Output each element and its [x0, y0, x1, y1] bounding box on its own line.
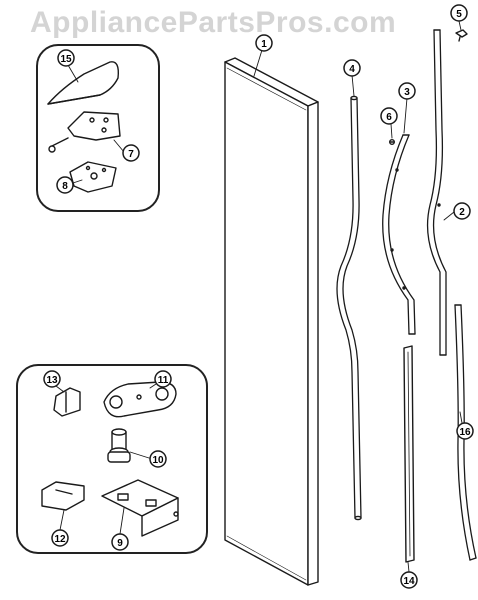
- callout-12: 12: [51, 529, 69, 547]
- door-panel: [224, 57, 319, 586]
- svg-text:11: 11: [158, 375, 169, 386]
- callout-7: 7: [122, 144, 140, 162]
- callout-labels: 1 2 3 4 5 6 7 8 9 10 11 12 13 14 15 16: [43, 4, 474, 589]
- lower-trim-strip: [403, 345, 415, 563]
- svg-text:1: 1: [261, 39, 267, 50]
- screw: [389, 138, 396, 145]
- svg-text:13: 13: [46, 375, 58, 386]
- callout-11: 11: [154, 370, 172, 388]
- svg-text:8: 8: [62, 181, 68, 192]
- svg-text:4: 4: [349, 64, 355, 75]
- callout-6: 6: [380, 107, 398, 125]
- watermark-text: AppliancePartsPros.com: [30, 6, 397, 39]
- svg-text:7: 7: [128, 149, 134, 160]
- callout-2: 2: [453, 202, 471, 220]
- lower-hinge-plate: [103, 381, 177, 418]
- door-trim-strip: [426, 29, 447, 356]
- callout-14: 14: [400, 571, 418, 589]
- callout-3: 3: [398, 82, 416, 100]
- svg-text:9: 9: [117, 538, 123, 549]
- callout-5: 5: [450, 4, 468, 22]
- svg-text:3: 3: [404, 87, 410, 98]
- leader-lines: [55, 20, 463, 573]
- callout-15: 15: [57, 49, 75, 67]
- hinge-shim: [69, 161, 117, 193]
- handle-trim: [382, 134, 416, 335]
- callout-1: 1: [255, 34, 273, 52]
- bottom-hinge: [101, 479, 179, 537]
- callout-13: 13: [43, 370, 61, 388]
- svg-text:2: 2: [459, 207, 465, 218]
- hinge-cover: [47, 61, 120, 105]
- clip: [455, 29, 468, 42]
- svg-text:16: 16: [459, 427, 471, 438]
- upper-hinge: [48, 111, 121, 153]
- hinge-pin: [107, 428, 131, 463]
- callout-8: 8: [56, 176, 74, 194]
- svg-text:15: 15: [60, 54, 72, 65]
- svg-text:10: 10: [152, 455, 164, 466]
- svg-text:14: 14: [403, 576, 415, 587]
- hinge-bracket: [53, 387, 81, 417]
- callout-16: 16: [456, 422, 474, 440]
- door-stop: [41, 481, 85, 511]
- callout-9: 9: [111, 533, 129, 551]
- svg-text:5: 5: [456, 9, 462, 20]
- callout-4: 4: [343, 59, 361, 77]
- svg-text:6: 6: [386, 112, 392, 123]
- svg-text:12: 12: [54, 534, 66, 545]
- door-handle: [336, 95, 362, 521]
- callout-10: 10: [149, 450, 167, 468]
